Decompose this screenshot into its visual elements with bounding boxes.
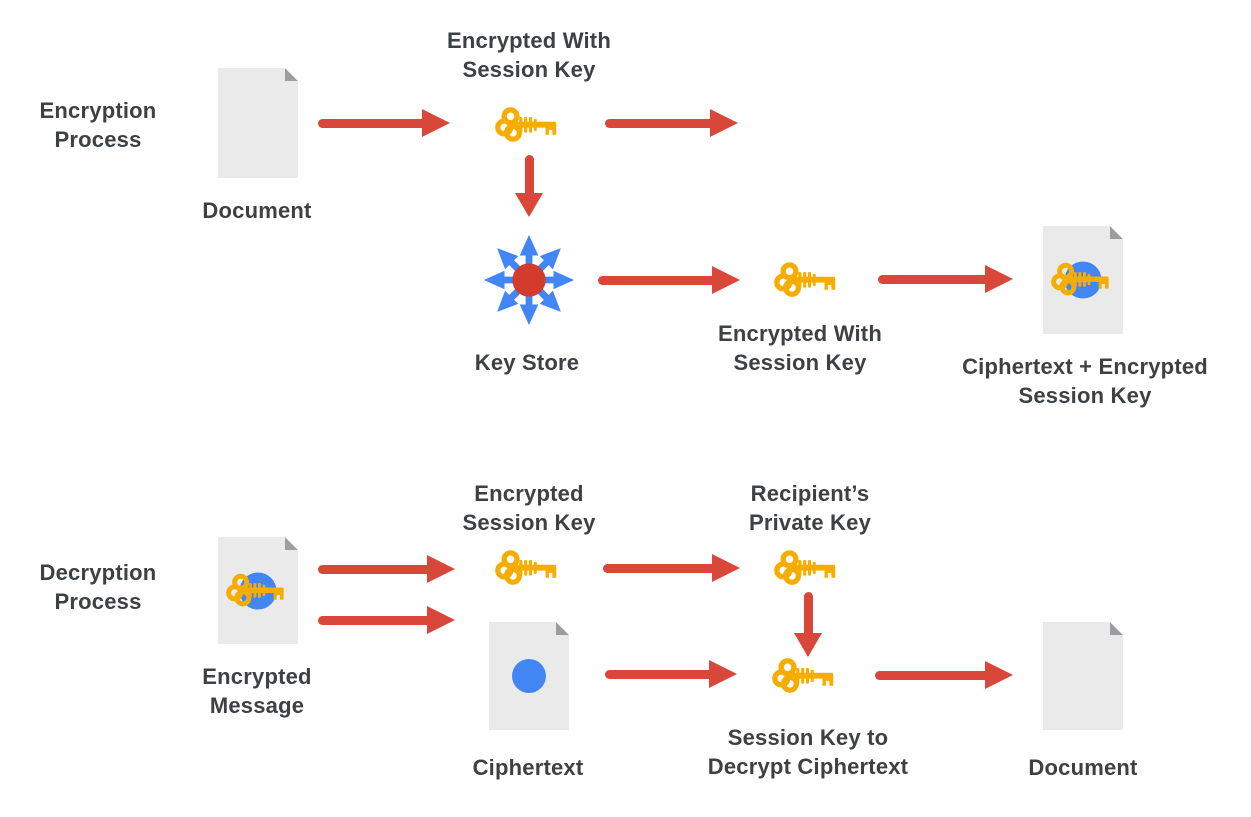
page-fold-icon [285,537,298,550]
page-fold-icon [556,622,569,635]
encrypted-with-session-key-label-mid: Encrypted With Session Key [718,321,882,375]
document-icon [218,68,298,178]
arrow-right-icon [875,660,1013,690]
ciphertext-label: Ciphertext [472,755,584,780]
page-fold-icon [285,68,298,81]
arrow-down-icon [793,592,823,657]
arrow-right-icon [318,554,455,584]
arrow-right-icon [605,659,737,689]
session-key-icon [772,658,840,695]
session-key-icon [495,550,563,587]
arrow-right-icon [603,553,740,583]
key-store-burst-icon [483,234,575,326]
page-fold-icon [1110,226,1123,239]
decryption-process-title: Decryption Process [39,560,157,614]
encrypted-session-key-label: Encrypted Session Key [462,481,596,535]
session-key-to-decrypt-label: Session Key to Decrypt Ciphertext [707,725,909,779]
session-key-icon [774,550,842,587]
arrow-right-icon [318,605,455,635]
encryption-process-title: Encryption Process [39,98,157,152]
session-key-icon [1051,263,1115,298]
encrypted-document-icon [1043,226,1123,334]
arrow-right-icon [598,265,740,295]
encrypted-with-session-key-label-top: Encrypted With Session Key [447,28,611,82]
arrow-down-icon [514,155,544,217]
recipients-private-key-label: Recipient’s Private Key [748,481,872,535]
key-store-label: Key Store [474,350,580,375]
ciphertext-plus-session-key-label: Ciphertext + Encrypted Session Key [962,354,1208,408]
session-key-icon [774,262,842,299]
encrypted-message-label: Encrypted Message [202,664,312,718]
arrow-right-icon [605,108,738,138]
ciphertext-circle-icon [512,659,546,693]
session-key-icon [226,573,290,608]
document-label: Document [202,198,312,223]
document-label: Document [1028,755,1138,780]
page-fold-icon [1110,622,1123,635]
document-icon [1043,622,1123,730]
encrypted-document-icon [218,537,298,644]
arrow-right-icon [878,264,1013,294]
arrow-right-icon [318,108,450,138]
ciphertext-document-icon [489,622,569,730]
session-key-icon [495,107,563,144]
